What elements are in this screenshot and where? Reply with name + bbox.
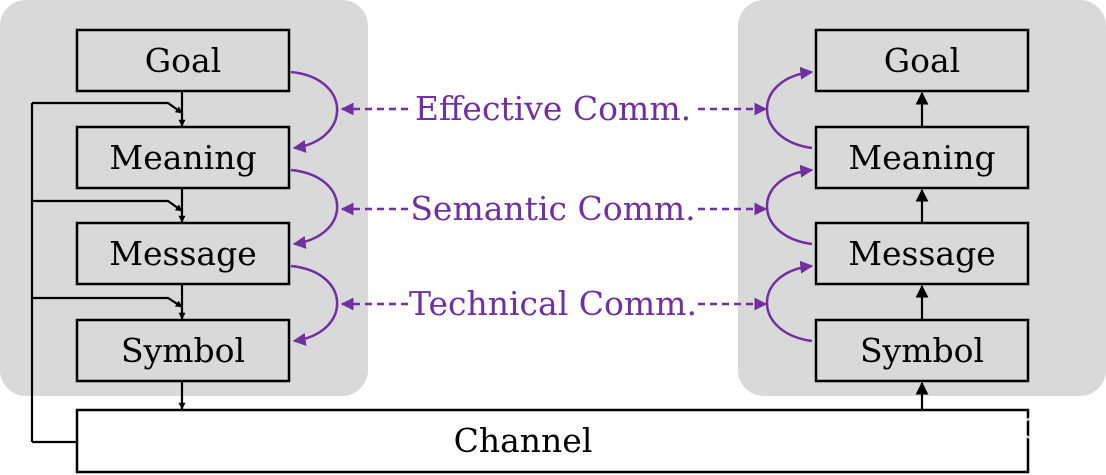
rx-message-label: Message — [848, 234, 996, 273]
rx-goal-label: Goal — [884, 41, 960, 80]
tx-goal-label: Goal — [145, 41, 221, 80]
rx-goal-box: Goal — [814, 28, 1030, 93]
channel-box: Channel — [75, 408, 1030, 474]
rx-symbol-label: Symbol — [860, 331, 984, 370]
tx-goal-box: Goal — [75, 28, 291, 93]
watermark-text: 知乎 @UMHCL — [861, 412, 1055, 445]
rx-message-box: Message — [814, 221, 1030, 286]
tx-message-label: Message — [109, 234, 257, 273]
tx-meaning-box: Meaning — [75, 125, 291, 190]
tx-meaning-label: Meaning — [109, 138, 256, 177]
channel-label: Channel — [454, 421, 593, 460]
feedback-arrow-symbol — [32, 296, 183, 308]
technical-comm-label: Technical Comm. — [409, 284, 697, 323]
feedback-arrow-meaning — [32, 101, 183, 114]
tx-message-box: Message — [75, 221, 291, 286]
rx-symbol-box: Symbol — [814, 318, 1030, 383]
rx-meaning-label: Meaning — [848, 138, 995, 177]
tx-effective-curve — [290, 70, 339, 153]
tx-semantic-curve — [290, 168, 339, 249]
effective-comm-label: Effective Comm. — [415, 89, 691, 128]
tx-technical-curve — [290, 264, 339, 346]
tx-symbol-label: Symbol — [121, 331, 245, 370]
rx-meaning-box: Meaning — [814, 125, 1030, 190]
feedback-arrow-message — [32, 199, 183, 212]
semantic-comm-label: Semantic Comm. — [410, 189, 695, 228]
tx-symbol-box: Symbol — [75, 318, 291, 383]
